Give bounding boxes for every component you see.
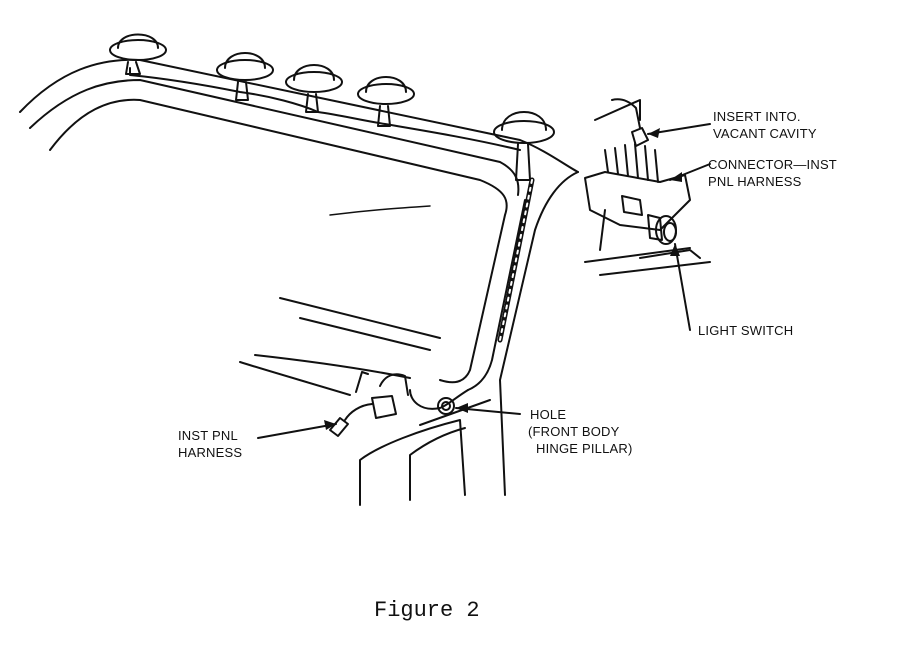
label-insert-line2: VACANT CAVITY bbox=[713, 126, 817, 141]
label-hole-line1: HOLE bbox=[530, 407, 567, 422]
label-light-switch: LIGHT SWITCH bbox=[698, 323, 794, 338]
leader-light-switch bbox=[675, 244, 690, 330]
cowl bbox=[360, 420, 465, 505]
dash-edge bbox=[240, 362, 350, 395]
leader-harness bbox=[258, 424, 336, 438]
roof-lamp-5 bbox=[494, 112, 554, 180]
label-hole-line2: (FRONT BODY bbox=[528, 424, 620, 439]
hole-grommet bbox=[438, 398, 454, 414]
label-harness-line2: HARNESS bbox=[178, 445, 243, 460]
label-connector-line1: CONNECTOR—INST bbox=[708, 157, 837, 172]
inst-pnl-connector bbox=[372, 396, 396, 418]
label-connector-line2: PNL HARNESS bbox=[708, 174, 802, 189]
harness-to-hole bbox=[410, 390, 468, 409]
a-pillar-inner bbox=[468, 200, 525, 390]
dash-line-2 bbox=[300, 318, 430, 350]
roof-lamp-3 bbox=[286, 65, 342, 112]
figure-caption: Figure 2 bbox=[374, 598, 480, 623]
a-pillar-outer bbox=[500, 172, 578, 495]
inset-frame bbox=[595, 100, 640, 120]
dash-line bbox=[280, 298, 440, 338]
connector-plug bbox=[632, 128, 648, 146]
label-insert-line1: INSERT INTO. bbox=[713, 109, 801, 124]
roof-lamp-4 bbox=[358, 77, 414, 126]
label-harness-line1: INST PNL bbox=[178, 428, 238, 443]
roof-lamp-1 bbox=[110, 35, 166, 75]
label-hole-line3: HINGE PILLAR) bbox=[536, 441, 633, 456]
dash-lower bbox=[420, 400, 490, 425]
cowl-inner bbox=[410, 428, 465, 500]
windshield-glass bbox=[50, 100, 507, 383]
light-switch-body bbox=[585, 144, 690, 230]
roof-harness bbox=[130, 68, 520, 150]
roof-lamp-2 bbox=[217, 53, 273, 100]
light-switch-knob bbox=[648, 215, 676, 244]
